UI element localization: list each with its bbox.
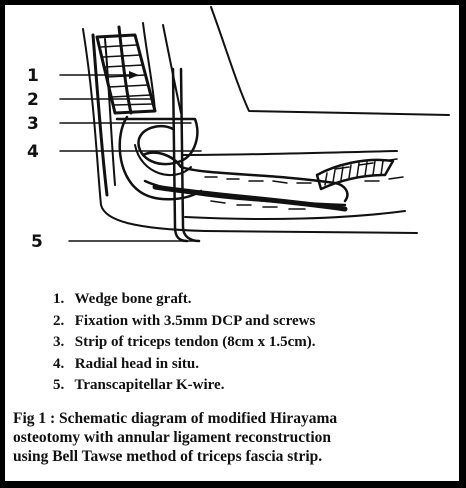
arm-skin-lower-outline [82, 28, 418, 234]
legend-text: Wedge bone graft. [74, 291, 192, 307]
callout-4: 4 [27, 142, 39, 162]
ulna-lower [184, 210, 406, 220]
wedge-hatching [100, 44, 154, 106]
legend: 1. Wedge bone graft. 2. Fixation with 3.… [53, 289, 453, 397]
leader-1-arrowhead [129, 71, 139, 79]
legend-number: 3. [53, 334, 65, 350]
ulna-upper [182, 150, 398, 156]
legend-text: Fixation with 3.5mm DCP and screws [74, 312, 316, 329]
elbow-osteotomy-diagram: 1 2 3 4 5 [27, 6, 450, 252]
legend-text: Transcapitellar K-wire. [74, 377, 225, 393]
legend-item-3: 3. Strip of triceps tendon (8cm x 1.5cm)… [53, 332, 453, 354]
forearm-hatched-bone [315, 158, 395, 191]
forearm-hatching [324, 160, 384, 186]
legend-item-1: 1. Wedge bone graft. [53, 289, 453, 311]
legend-text: Strip of triceps tendon (8cm x 1.5cm). [74, 334, 316, 350]
triceps-strip [115, 117, 199, 166]
callout-1: 1 [27, 66, 39, 86]
radial-head [141, 151, 349, 203]
legend-item-5: 5. Transcapitellar K-wire. [53, 375, 453, 397]
callout-5: 5 [31, 232, 43, 252]
legend-number: 1. [53, 291, 65, 307]
callout-3: 3 [27, 114, 39, 134]
legend-text: Radial head in situ. [74, 355, 199, 372]
figure-frame: 1 2 3 4 5 1. Wedge bone graft. 2. Fixati… [4, 4, 460, 482]
caption-line: Fig 1 : Schematic diagram of modified Hi… [13, 410, 338, 427]
dcp-plate [91, 33, 109, 197]
annular-ligament-loop [134, 144, 192, 176]
figure-caption: Fig 1 : Schematic diagram of modified Hi… [13, 409, 453, 466]
legend-item-2: 2. Fixation with 3.5mm DCP and screws [53, 311, 453, 333]
legend-number: 2. [53, 312, 65, 329]
legend-number: 4. [53, 355, 65, 372]
caption-line: osteotomy with annular ligament reconstr… [13, 429, 332, 446]
legend-item-4: 4. Radial head in situ. [53, 354, 453, 376]
humerus-bone-outer [117, 25, 133, 115]
callout-2: 2 [27, 90, 39, 110]
leader-lines [59, 74, 202, 242]
dcp-plate-inner [104, 38, 116, 186]
arm-skin-outline [210, 6, 450, 116]
caption-line: using Bell Tawse method of triceps fasci… [13, 448, 323, 465]
legend-number: 5. [53, 377, 65, 393]
